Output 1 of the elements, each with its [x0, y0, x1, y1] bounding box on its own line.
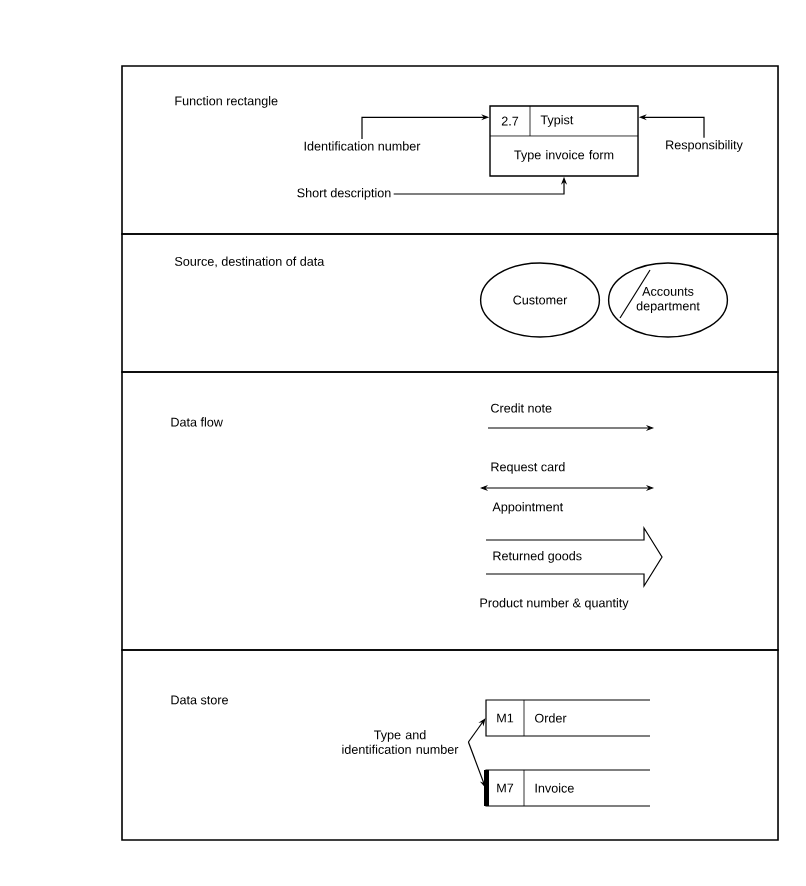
arrow [467, 718, 486, 743]
